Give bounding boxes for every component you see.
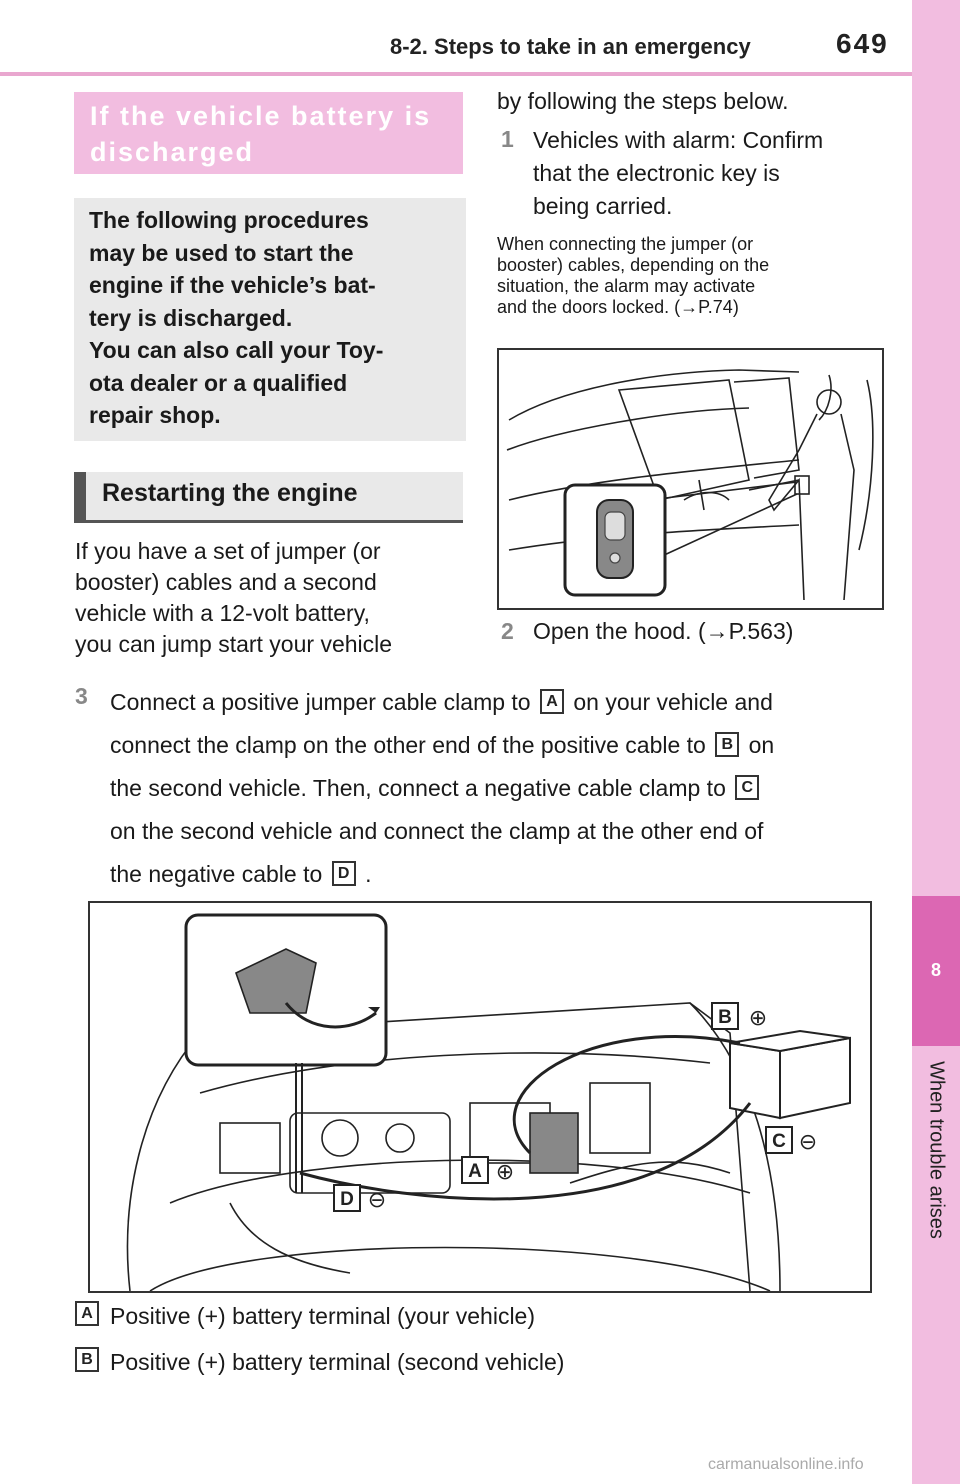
chapter-number: 8: [930, 960, 941, 980]
step-text: Vehicles with alarm: Confirm that the el…: [533, 127, 824, 219]
vehicle-battery-icon: [529, 1112, 579, 1174]
subheading-box: Restarting the engine: [74, 472, 463, 522]
label-d-badge: D: [331, 861, 356, 886]
paragraph-continuation: by following the steps below.: [497, 88, 789, 114]
label-b-badge: B: [715, 732, 740, 757]
legend-text-b: Positive (+) battery terminal (second ve…: [110, 1349, 565, 1375]
callout-c-box: [765, 1126, 793, 1154]
car-door-drawing: [506, 369, 874, 601]
chapter-tab: [912, 0, 960, 1484]
callout-c: C: [772, 1131, 786, 1152]
watermark: carmanualsonline.info: [708, 1456, 864, 1473]
callout-b-plus-icon: ⊕: [749, 1006, 767, 1031]
legend-label-a: A: [75, 1301, 99, 1326]
callout-b: B: [718, 1007, 732, 1028]
callout-d-minus-icon: ⊖: [368, 1188, 386, 1213]
step-number: 1: [501, 126, 514, 152]
callout-d: D: [340, 1189, 354, 1210]
positive-cable: [512, 1034, 741, 1155]
intro-text: The following procedures may be used to …: [89, 207, 384, 428]
intro-box: The following procedures may be used to …: [74, 198, 466, 441]
negative-cable: [299, 1102, 752, 1201]
step-number: 2: [501, 618, 514, 644]
chapter-tab-highlight: [912, 896, 960, 1046]
callout-a-plus-icon: ⊕: [496, 1160, 514, 1185]
step-3-text: Connect a positive jumper cable clamp to…: [110, 689, 775, 887]
second-battery-icon: [729, 1029, 851, 1120]
intro-paragraph: If you have a set of jumper (or booster)…: [75, 538, 393, 657]
step-2: 2 Open the hood. (→P.563): [501, 616, 881, 647]
step-text: Open the hood. (→P.563): [533, 618, 794, 644]
step-3-number: 3: [75, 683, 88, 709]
topic-title: If the vehicle battery is discharged: [90, 101, 432, 167]
step-1: 1 Vehicles with alarm: Confirm that the …: [501, 124, 881, 219]
chapter-title: When trouble arises: [925, 1061, 948, 1239]
legend-text-a: Positive (+) battery terminal (your vehi…: [110, 1303, 536, 1329]
terminal-cover-icon: [235, 948, 317, 1014]
alarm-note: When connecting the jumper (or booster) …: [497, 234, 770, 317]
callout-a: A: [468, 1161, 482, 1182]
callout-c-minus-icon: ⊖: [799, 1130, 817, 1155]
subheading: Restarting the engine: [102, 479, 358, 507]
topic-title-box: If the vehicle battery is discharged: [74, 92, 463, 174]
callout-b-box: [711, 1002, 739, 1030]
engine-bay-drawing: B ⊕ C ⊖ A ⊕ D ⊖: [126, 913, 851, 1291]
legend-label-b: B: [75, 1347, 99, 1372]
header-rule: [0, 72, 912, 76]
callout-a-box: [461, 1156, 489, 1184]
label-c-badge: C: [735, 775, 760, 800]
label-a-badge: A: [540, 689, 564, 714]
page-number: 649: [836, 28, 889, 59]
key-fob-illustration: [497, 348, 884, 610]
callout-d-box: [333, 1184, 361, 1212]
subheading-rule: [74, 520, 463, 523]
jumper-cable-illustration: B ⊕ C ⊖ A ⊕ D ⊖: [88, 901, 872, 1293]
section-title: 8-2. Steps to take in an emergency: [390, 34, 751, 59]
